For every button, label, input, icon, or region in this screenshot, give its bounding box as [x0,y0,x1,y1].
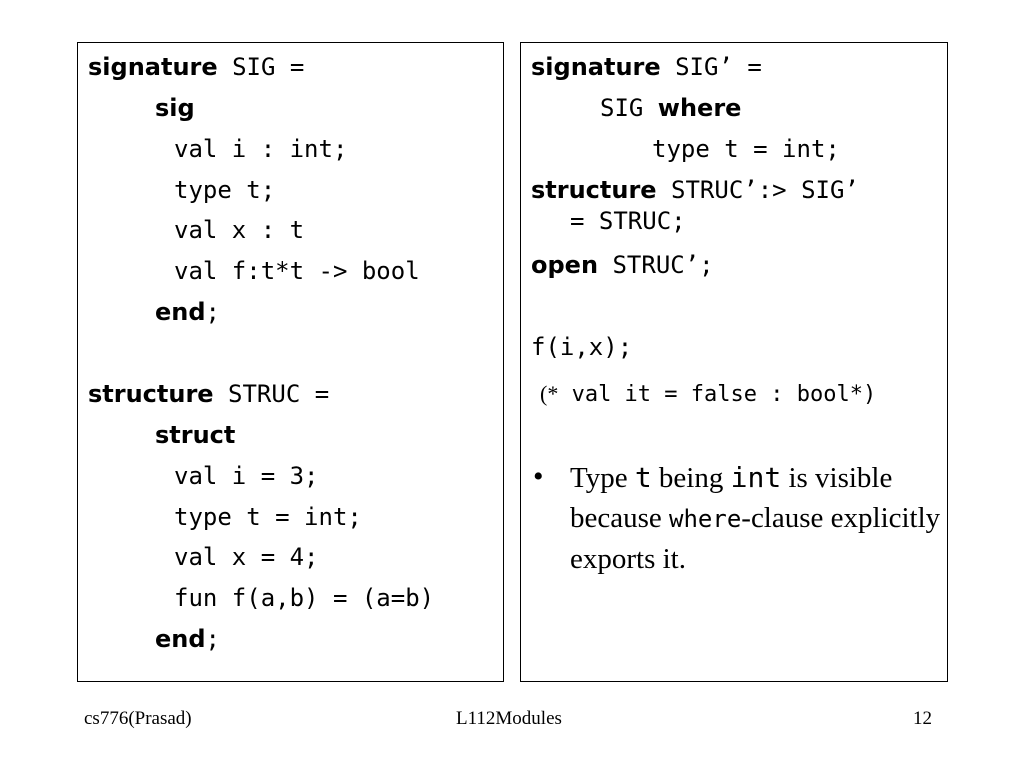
structure-keyword: structure [88,380,214,408]
structure-line: structure STRUC’:> SIG’ [531,175,859,205]
sig-line: val f:t*t -> bool [174,257,420,285]
bullet-icon: • [533,460,544,493]
sig-keyword: sig [155,94,195,122]
end-keyword: end [155,298,206,326]
open-decl: STRUC’; [598,251,714,279]
result-comment: (* val it = false : bool*) [540,380,876,409]
sig-keyword-line: sig [155,93,195,123]
signature-decl: SIG = [217,53,305,81]
footer-title: L112Modules [456,708,562,729]
structure-continuation: = STRUC; [570,207,686,235]
bullet-text-part: Type [570,462,635,494]
signature-line: signature SIG = [88,52,304,82]
where-keyword: where [657,94,742,122]
comment-close: *) [849,382,877,407]
bullet-code-int: int [730,461,782,494]
struct-line: val x = 4; [174,543,319,571]
struct-end-line: end; [155,624,220,654]
structure-line: structure STRUC = [88,379,329,409]
sig-name: SIG [600,94,658,122]
sig-line: val i : int; [174,135,348,163]
signature-keyword: signature [88,53,218,81]
bullet-text: Type t being int is visible because wher… [570,458,950,579]
left-code-panel [77,42,504,682]
bullet-text-part: is visible because [570,462,893,534]
semicolon: ; [205,298,220,326]
struct-keyword-line: struct [155,420,235,450]
sig-end-line: end; [155,297,220,327]
comment-text: val it = false : bool [558,382,850,407]
struct-line: type t = int; [174,503,362,531]
structure-decl: STRUC’:> SIG’ [656,176,859,204]
where-clause: type t = int; [652,135,840,163]
sig-line: type t; [174,176,276,204]
struct-line: val i = 3; [174,462,319,490]
struct-line: fun f(a,b) = (a=b) [174,584,435,612]
right-code-panel [520,42,948,682]
bullet-code-t: t [634,461,652,494]
bullet-text-part: being [651,462,731,494]
where-line: SIG where [600,93,741,123]
footer-page-number: 12 [913,708,932,729]
signature-line: signature SIG’ = [531,52,762,82]
comment-open: (* [540,381,559,406]
open-keyword: open [531,251,599,279]
sig-line: val x : t [174,216,305,244]
signature-decl: SIG’ = [660,53,762,81]
end-keyword: end [155,625,206,653]
open-line: open STRUC’; [531,250,714,280]
function-call: f(i,x); [531,333,633,361]
semicolon: ; [205,625,220,653]
bullet-code-where: where [669,505,742,533]
bullet-text-part: -clause explicitly exports it. [570,502,941,575]
struct-keyword: struct [155,421,236,449]
structure-decl: STRUC = [213,380,330,408]
structure-keyword: structure [531,176,657,204]
footer-author: cs776(Prasad) [84,708,192,729]
signature-keyword: signature [531,53,661,81]
